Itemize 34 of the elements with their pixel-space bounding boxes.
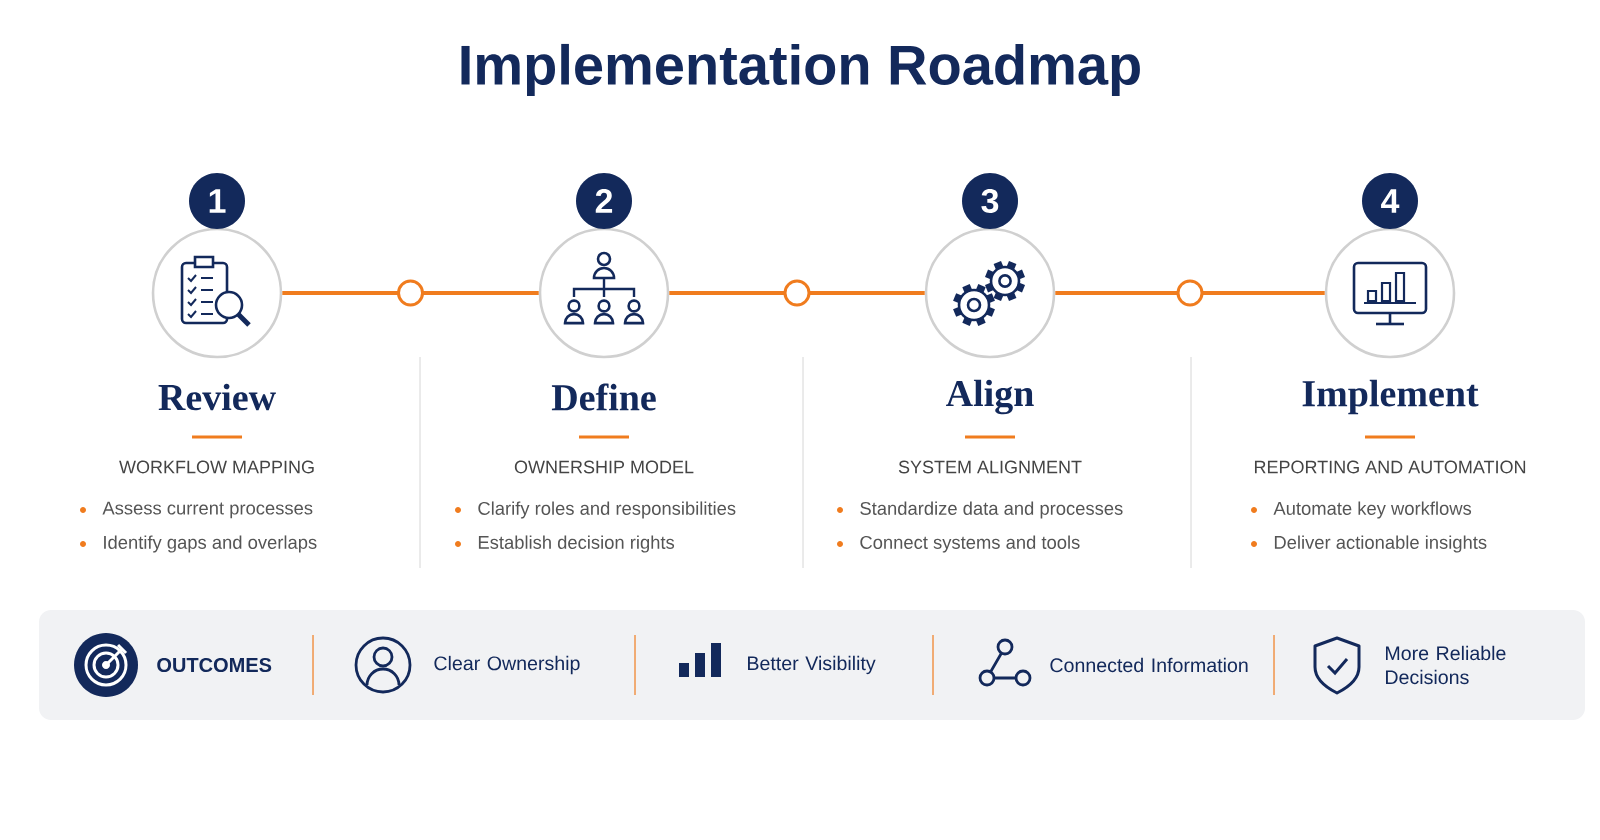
bullet-item: Standardize data and processes [837,501,1123,519]
outcome-label: Better Visibility [748,655,876,675]
step-subheading: WORKFLOW MAPPING [119,460,314,474]
outcomes-band [39,610,1585,720]
bullet-item: Clarify roles and responsibilities [455,501,736,519]
number-badge: 1 [189,173,245,229]
number-badge: 4 [1362,173,1418,229]
step-heading: Implement [1302,379,1479,415]
outcome-label: Clear Ownership [434,655,580,675]
step-heading: Define [551,383,656,411]
icon-circle [924,227,1056,359]
bullet-item: Identify gaps and overlaps [80,535,317,553]
connector-line [282,279,539,307]
step-subheading: OWNERSHIP MODEL [514,460,694,474]
step-subheading: REPORTING AND AUTOMATION [1254,460,1526,474]
icon-circle [1324,227,1456,359]
bullet-item: Automate key workflows [1251,501,1472,519]
step-heading: Review [158,383,276,411]
connector-line [669,279,925,307]
icon-circle [151,227,283,359]
icon-circle [538,227,670,359]
bullet-item: Deliver actionable insights [1251,535,1487,553]
bullet-item: Assess current processes [80,501,313,519]
outcome-label: More Reliable Decisions [1386,645,1506,685]
number-badge: 3 [962,173,1018,229]
connector-line [1055,279,1325,307]
bullet-item: Establish decision rights [455,535,675,553]
outcome-label: Connected Information [1050,657,1248,673]
bullet-item: Connect systems and tools [837,535,1080,553]
step-heading: Align [946,379,1034,415]
title: Implementation Roadmap [461,43,1140,97]
step-subheading: SYSTEM ALIGNMENT [898,460,1082,474]
number-badge: 2 [576,173,632,229]
outcomes-heading: OUTCOMES [157,657,272,673]
